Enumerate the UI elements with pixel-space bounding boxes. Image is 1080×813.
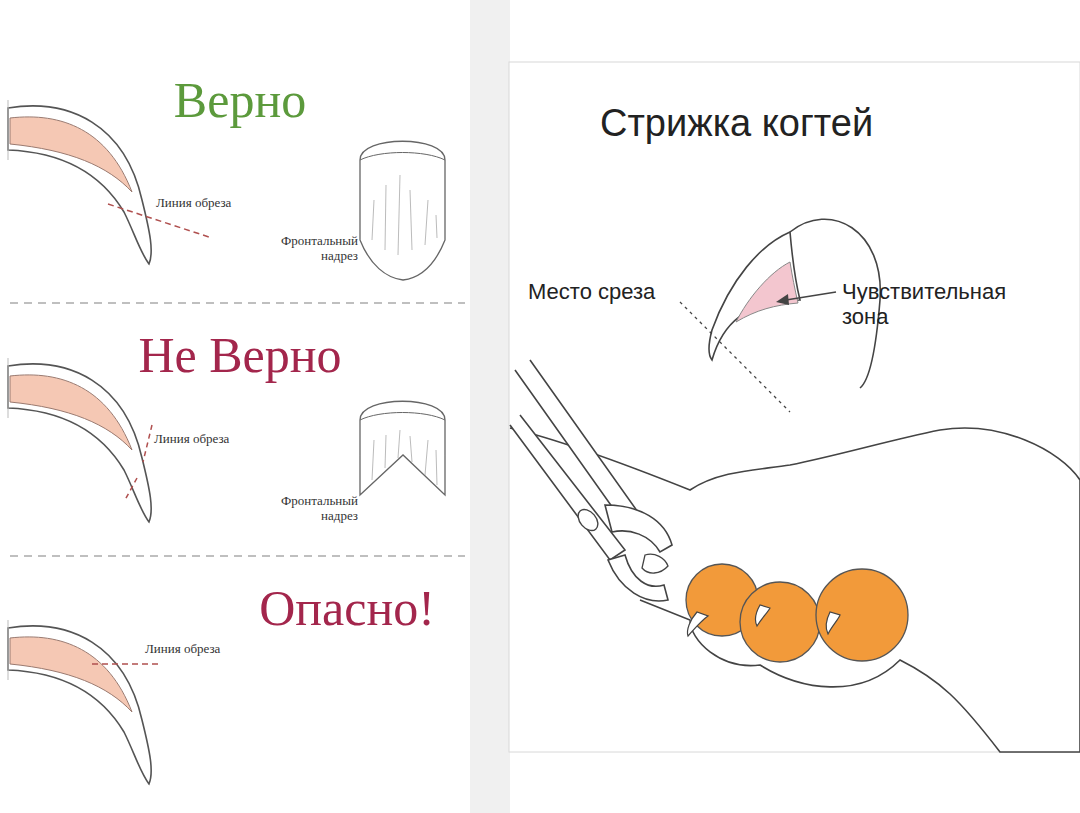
verdict-heading: Не Верно xyxy=(110,327,370,385)
frontal-cut-label: Фронтальный надрез xyxy=(250,494,358,524)
sensitive-zone-label: Чувствительная зона xyxy=(842,279,1047,330)
cut-place-label: Место среза xyxy=(528,279,708,304)
cut-line-label: Линия обреза xyxy=(154,432,274,447)
panel-title: Стрижка когтей xyxy=(600,102,1020,146)
cut-line-label: Линия обреза xyxy=(145,642,265,657)
verdict-heading: Опасно! xyxy=(232,580,462,638)
frontal-cut-label: Фронтальный надрез xyxy=(250,234,358,264)
cut-line-label: Линия обреза xyxy=(156,196,276,211)
verdict-heading: Верно xyxy=(150,72,330,130)
